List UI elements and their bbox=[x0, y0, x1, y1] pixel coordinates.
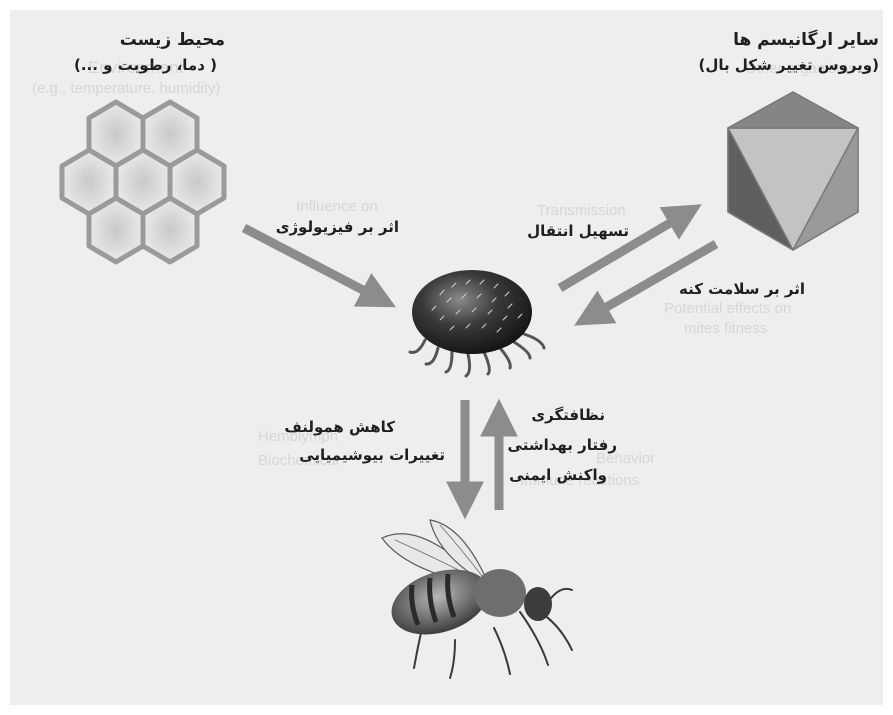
hemolymph-label-line-2: تغییرات بیوشیمیایی bbox=[299, 446, 445, 465]
behavior-label-line-1: نظافتگری bbox=[531, 406, 605, 425]
honeycomb-icon bbox=[62, 102, 224, 262]
organisms-title: سایر ارگانیسم ها bbox=[733, 30, 879, 51]
organisms-subtitle: (ویروس تغییر شکل بال) bbox=[698, 56, 879, 75]
physiology-label: اثر بر فیزیولوژی bbox=[276, 218, 399, 237]
environment-subtitle: ( دما، رطوبت و ...) bbox=[74, 56, 217, 75]
environment-title: محیط زیست bbox=[120, 30, 225, 51]
physiology-arrow bbox=[244, 228, 386, 302]
hemolymph-label-line-1: کاهش همولنف bbox=[284, 418, 395, 437]
transmission-label: تسهیل انتقال bbox=[527, 222, 629, 241]
behavior-label-line-2: رفتار بهداشتی bbox=[508, 436, 617, 455]
virus-icon bbox=[728, 92, 858, 250]
behavior-label-line-3: واکنش ایمنی bbox=[509, 466, 607, 485]
mite-health-label: اثر بر سلامت کنه bbox=[679, 280, 805, 299]
honeybee-icon bbox=[382, 520, 572, 678]
varroa-mite-icon bbox=[410, 270, 544, 376]
